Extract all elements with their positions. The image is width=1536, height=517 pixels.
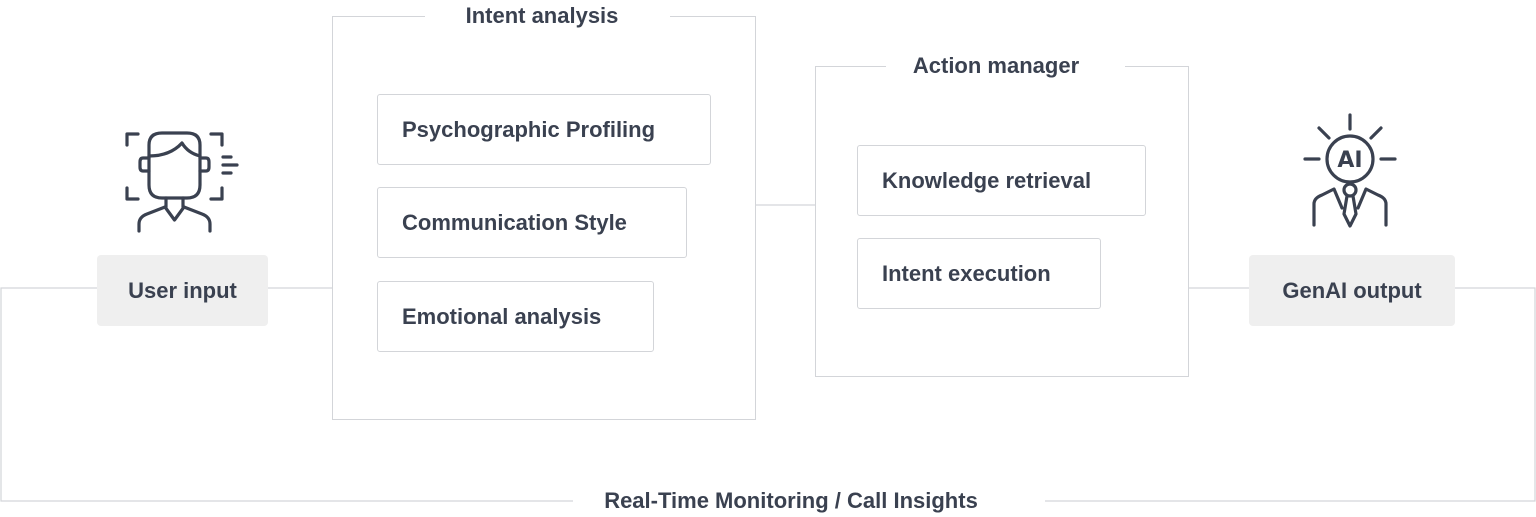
action-item-knowledge-retrieval: Knowledge retrieval [857,145,1146,216]
user-input-label: User input [128,277,237,303]
intent-analysis-title: Intent analysis [465,3,619,28]
user-input-node: User input [97,255,268,326]
genai-output-label: GenAI output [1282,277,1422,303]
ai-icon-text: AI [1337,148,1362,173]
action-manager-container [815,66,1189,377]
title-gap [425,13,670,19]
action-item-label: Intent execution [882,260,1051,286]
feedback-loop-line [0,287,573,502]
intent-item-label: Psychographic Profiling [402,116,656,142]
title-gap [886,63,1125,69]
action-manager-title: Action manager [912,53,1080,78]
feedback-loop-label: Real-Time Monitoring / Call Insights [604,488,978,513]
genai-output-node: GenAI output [1249,255,1455,326]
feedback-loop-line-right [1045,287,1536,502]
action-item-label: Knowledge retrieval [882,167,1092,193]
user-face-scan-icon [125,131,239,233]
action-item-intent-execution: Intent execution [857,238,1101,309]
intent-item-label: Emotional analysis [402,303,602,329]
intent-item-communication-style: Communication Style [377,187,687,258]
intent-item-emotional-analysis: Emotional analysis [377,281,654,352]
ai-bulb-person-icon: AI [1303,113,1397,228]
intent-item-label: Communication Style [402,209,627,235]
intent-item-psychographic-profiling: Psychographic Profiling [377,94,711,165]
